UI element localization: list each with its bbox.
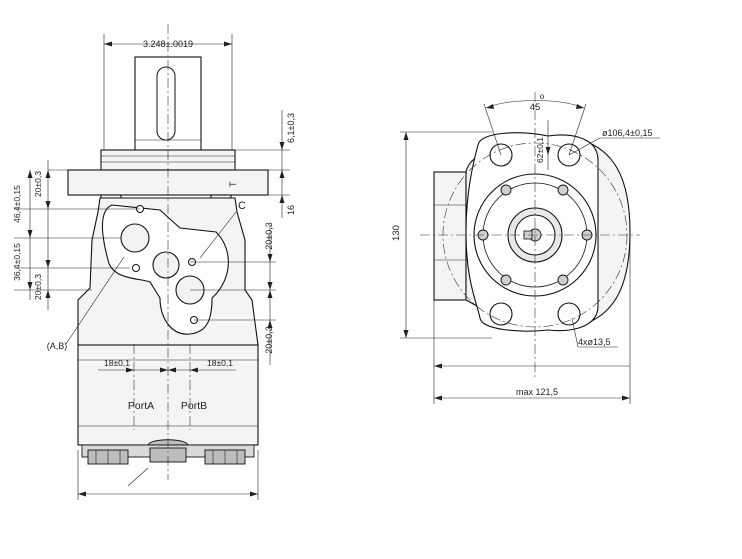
flange-hole-br bbox=[557, 302, 581, 326]
side-view: 3.248±.0019 bbox=[12, 24, 296, 500]
shaft-key bbox=[156, 66, 176, 141]
side-port-bump bbox=[433, 171, 467, 301]
flange-t-label: T bbox=[228, 181, 238, 187]
front-view: 45 o 62±0,1 ø106,4±0,15 4xø13,5 130 max … bbox=[391, 92, 660, 404]
right-20-low-dim: 20±0,3 bbox=[264, 326, 274, 353]
left-20-bottom-dim: 20±0,3 bbox=[33, 274, 43, 300]
dim-62: 62±0,1 bbox=[535, 137, 545, 163]
bolt-hole bbox=[132, 264, 140, 272]
dia-106-4-dim: ø106,4±0,15 bbox=[602, 128, 652, 138]
holes-4x13-5-dim: 4xø13,5 bbox=[578, 337, 611, 347]
port-spacing-left-dim: 18±0,1 bbox=[104, 358, 130, 368]
port-b-bore bbox=[152, 251, 180, 279]
left-36-4-dim: 36,4±0,15 bbox=[12, 243, 22, 281]
small-bolt bbox=[557, 274, 569, 286]
port-a-label: PortA bbox=[128, 400, 154, 412]
left-20-top-dim: 20±0,3 bbox=[33, 171, 43, 197]
left-46-4-dim: 46,4±0,15 bbox=[12, 185, 22, 223]
label-ab: (A,B) bbox=[47, 341, 68, 351]
flange-16-dim: 16 bbox=[286, 205, 296, 215]
max-width-dim: max 121,5 bbox=[516, 387, 558, 397]
flange-6-1-dim: 6,1±0,3 bbox=[286, 113, 296, 143]
port-b-label: PortB bbox=[181, 400, 207, 412]
flange-hole-bl bbox=[489, 302, 513, 326]
angle-45-dim: 45 bbox=[530, 102, 541, 113]
port-spacing-right-dim: 18±0,1 bbox=[207, 358, 233, 368]
label-c: C bbox=[238, 200, 246, 212]
right-20-mid-dim: 20±0,3 bbox=[264, 222, 274, 249]
dim-130: 130 bbox=[391, 225, 402, 241]
angle-degree-mark: o bbox=[540, 92, 545, 101]
small-bolt bbox=[500, 184, 512, 196]
small-bolt bbox=[500, 274, 512, 286]
small-bolt bbox=[557, 184, 569, 196]
port-a-bore bbox=[120, 223, 150, 253]
